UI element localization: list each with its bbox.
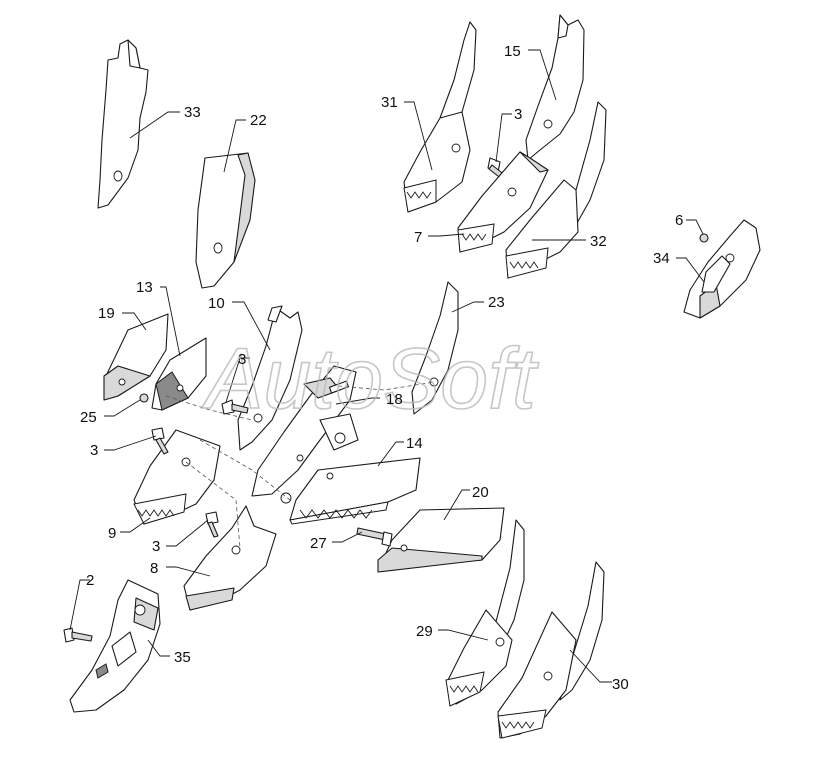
callout-18: 18 xyxy=(386,391,403,408)
callout-3-left: 3 xyxy=(90,442,98,459)
part-7 xyxy=(457,151,549,253)
callout-20: 20 xyxy=(472,484,489,501)
callout-6: 6 xyxy=(675,212,683,229)
watermark: AutoSoft xyxy=(201,331,539,427)
callout-22: 22 xyxy=(250,112,267,129)
part-32 xyxy=(505,101,607,279)
part-20 xyxy=(377,507,505,573)
callout-33: 33 xyxy=(184,104,201,121)
bolt-3-lower xyxy=(205,511,219,538)
callout-3-lower: 3 xyxy=(152,538,160,555)
callout-3-mid: 3 xyxy=(238,351,246,368)
part-25 xyxy=(139,393,149,403)
part-35 xyxy=(69,579,161,713)
part-33 xyxy=(97,39,149,209)
part-23 xyxy=(411,281,459,415)
callout-32: 32 xyxy=(590,233,607,250)
part-34 xyxy=(683,219,761,319)
callout-35: 35 xyxy=(174,649,191,666)
callout-10: 10 xyxy=(208,295,225,312)
part-10 xyxy=(237,305,303,451)
part-30 xyxy=(497,561,605,739)
callout-8: 8 xyxy=(150,560,158,577)
part-29 xyxy=(445,519,525,707)
callout-9: 9 xyxy=(108,525,116,542)
part-18 xyxy=(251,365,359,504)
leader-lines xyxy=(69,49,705,683)
part-14 xyxy=(289,457,421,525)
part-31 xyxy=(403,21,477,213)
callout-14: 14 xyxy=(406,435,423,452)
callout-23: 23 xyxy=(488,294,505,311)
callout-15: 15 xyxy=(504,43,521,60)
part-9 xyxy=(133,429,221,525)
callout-30: 30 xyxy=(612,676,629,693)
bolt-3-left xyxy=(151,427,169,455)
bolt-3-mid xyxy=(221,399,249,415)
callout-19: 19 xyxy=(98,305,115,322)
bolt-27 xyxy=(356,527,393,547)
assembly-guides xyxy=(165,381,435,549)
callout-29: 29 xyxy=(416,623,433,640)
callout-labels: 33 22 31 15 3 7 32 6 34 19 13 10 23 3 25… xyxy=(80,43,683,693)
callout-13: 13 xyxy=(136,279,153,296)
callout-34: 34 xyxy=(653,250,670,267)
callout-27: 27 xyxy=(310,535,327,552)
part-6 xyxy=(699,233,709,243)
callout-7: 7 xyxy=(414,229,422,246)
callout-25: 25 xyxy=(80,409,97,426)
callout-31: 31 xyxy=(381,94,398,111)
bolt-2 xyxy=(63,627,93,643)
part-8 xyxy=(183,505,277,611)
part-22 xyxy=(195,152,256,289)
part-19 xyxy=(103,313,169,401)
callout-2: 2 xyxy=(86,572,94,589)
callout-3-top: 3 xyxy=(514,106,522,123)
part-15 xyxy=(525,14,585,161)
